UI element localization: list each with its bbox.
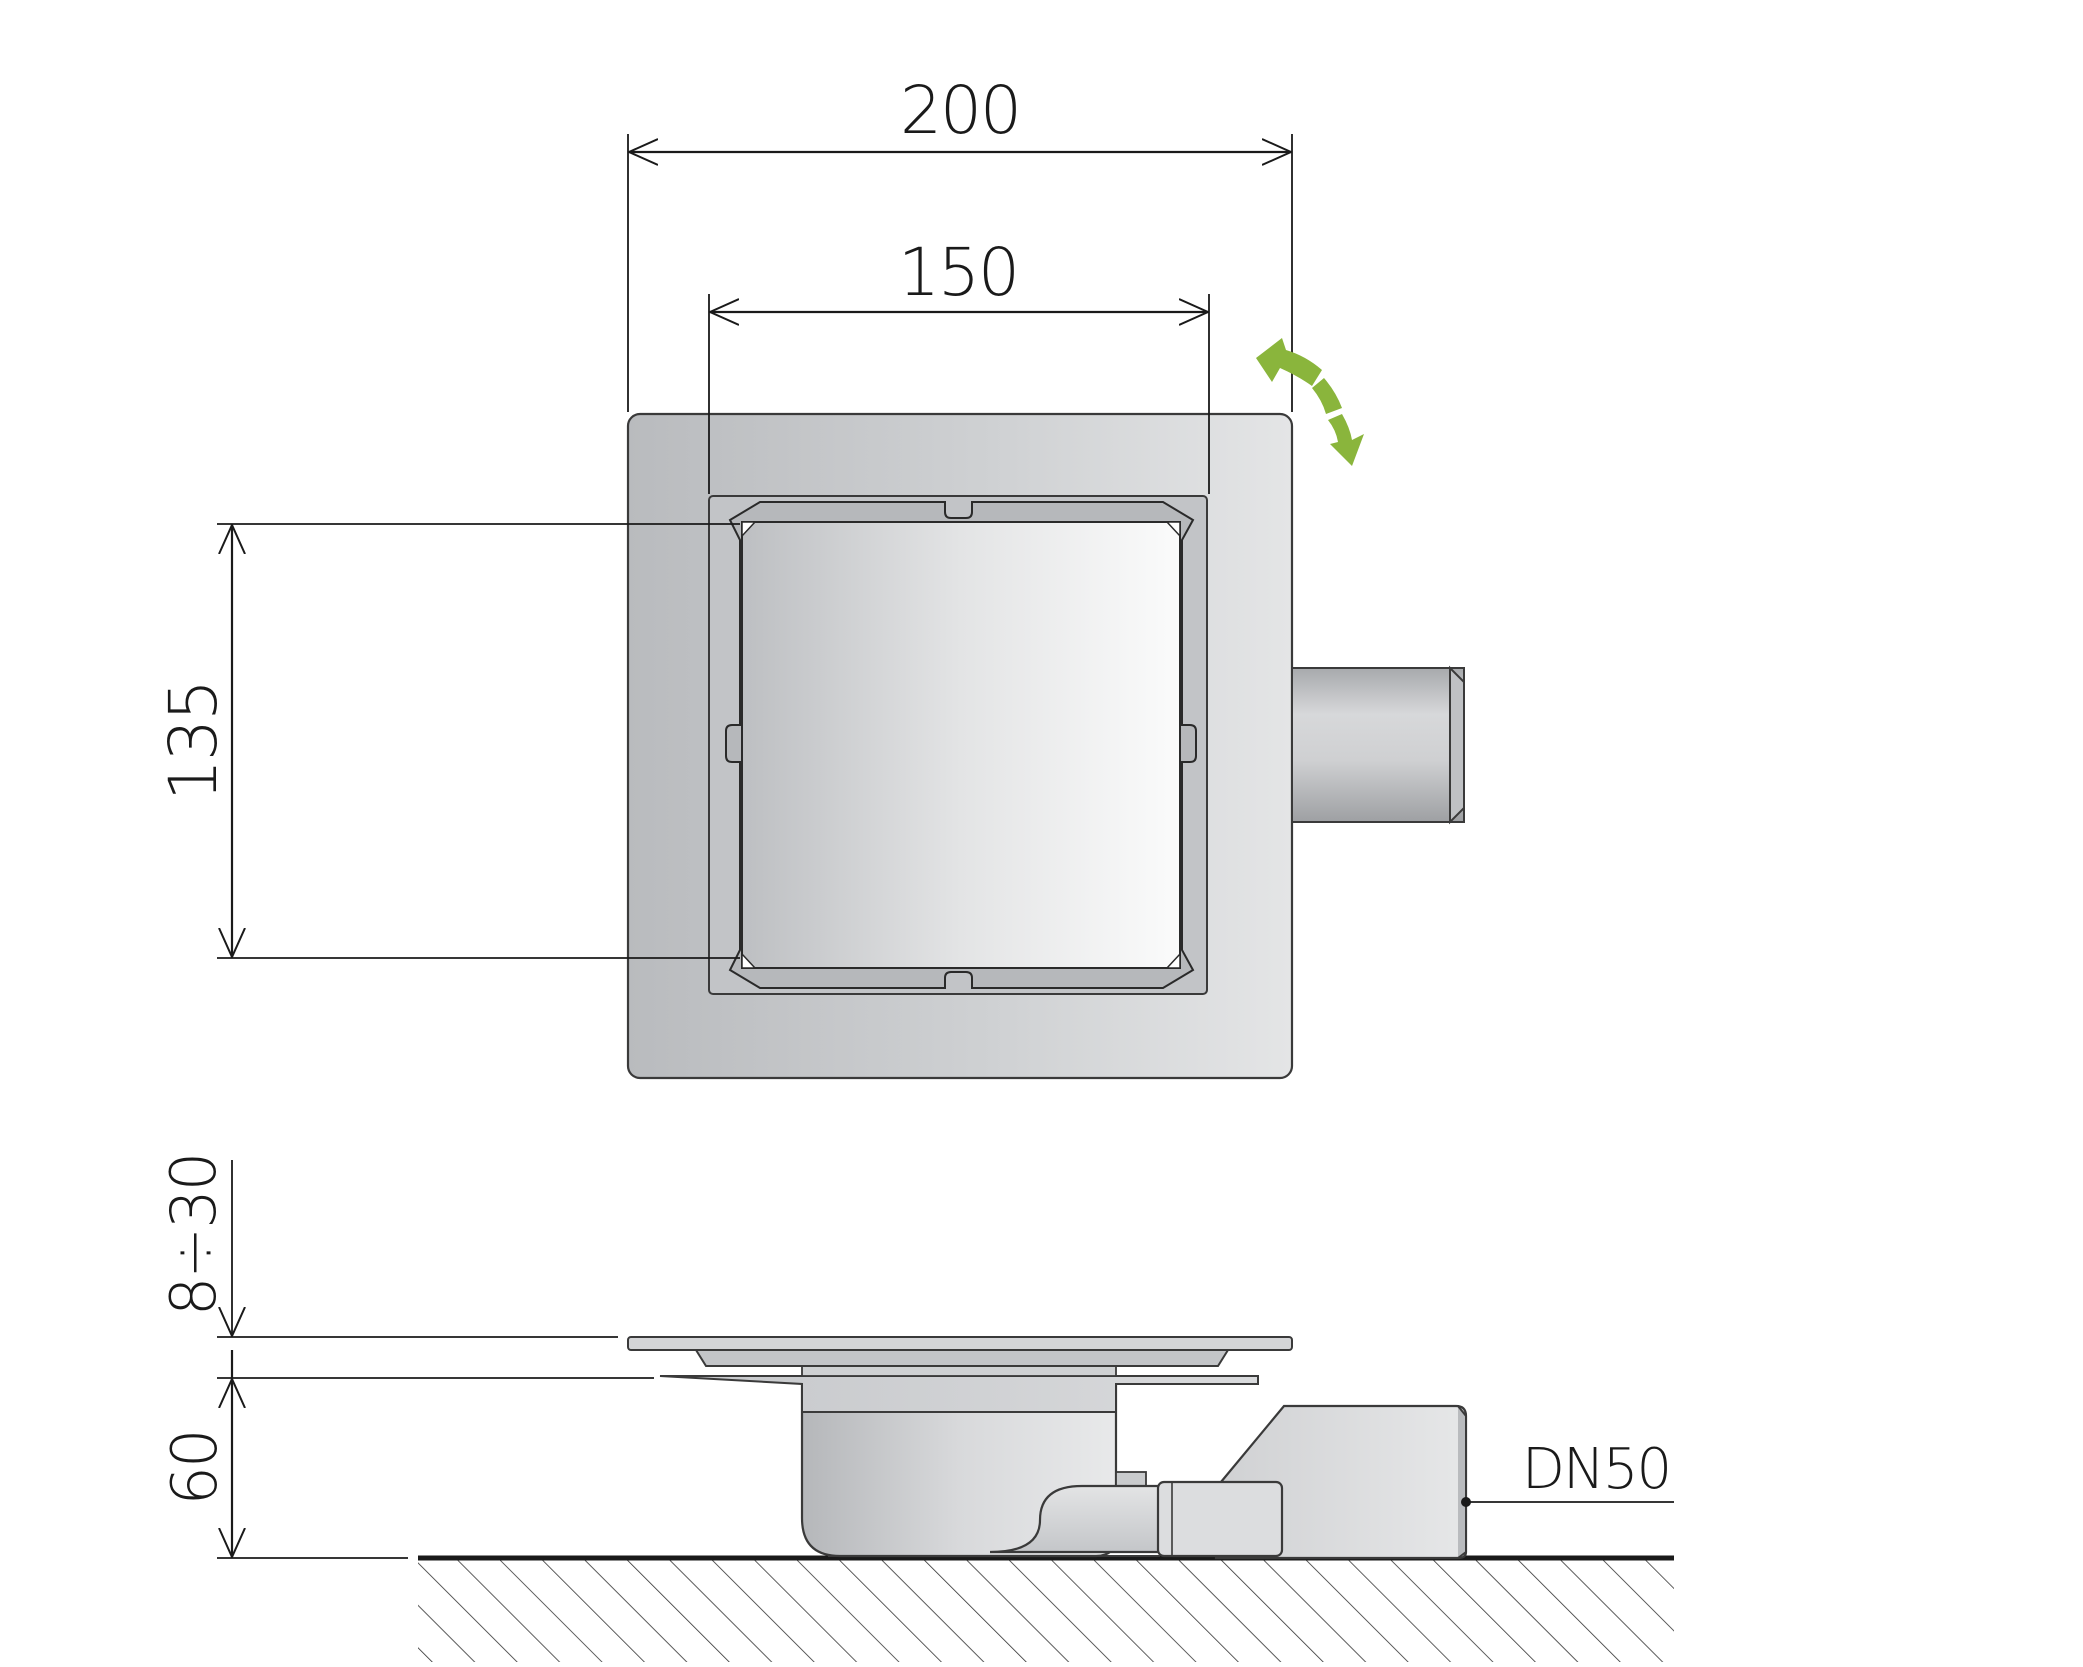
outlet-label: DN50 — [1461, 1437, 1674, 1507]
outlet-pipe-top — [1291, 665, 1465, 825]
dimension-200: 200 — [627, 72, 1293, 412]
dimension-label-200: 200 — [900, 72, 1020, 149]
dimension-label-60: 60 — [158, 1431, 231, 1506]
dimension-label-8-30: 8÷30 — [157, 1154, 230, 1316]
dimension-label-150: 150 — [898, 234, 1018, 311]
side-view: 8÷30 60 DN50 — [157, 1154, 1674, 1662]
top-view: 200 150 135 — [155, 72, 1465, 1080]
dimension-60: 60 — [158, 1379, 408, 1559]
rotate-arrow-icon — [1256, 338, 1364, 466]
dimension-150: 150 — [708, 234, 1210, 494]
outlet-dn50-label: DN50 — [1522, 1437, 1670, 1502]
dimension-8-30: 8÷30 — [157, 1154, 654, 1379]
flange-tray — [659, 1375, 1259, 1413]
grate-plate-side — [627, 1336, 1293, 1351]
coupling — [1156, 1480, 1284, 1558]
dimension-135: 135 — [155, 523, 740, 959]
elbow-pipe — [989, 1484, 1162, 1554]
grate-surface — [741, 521, 1181, 969]
dimension-label-135: 135 — [155, 681, 232, 801]
floor-hatch — [418, 1558, 1674, 1662]
